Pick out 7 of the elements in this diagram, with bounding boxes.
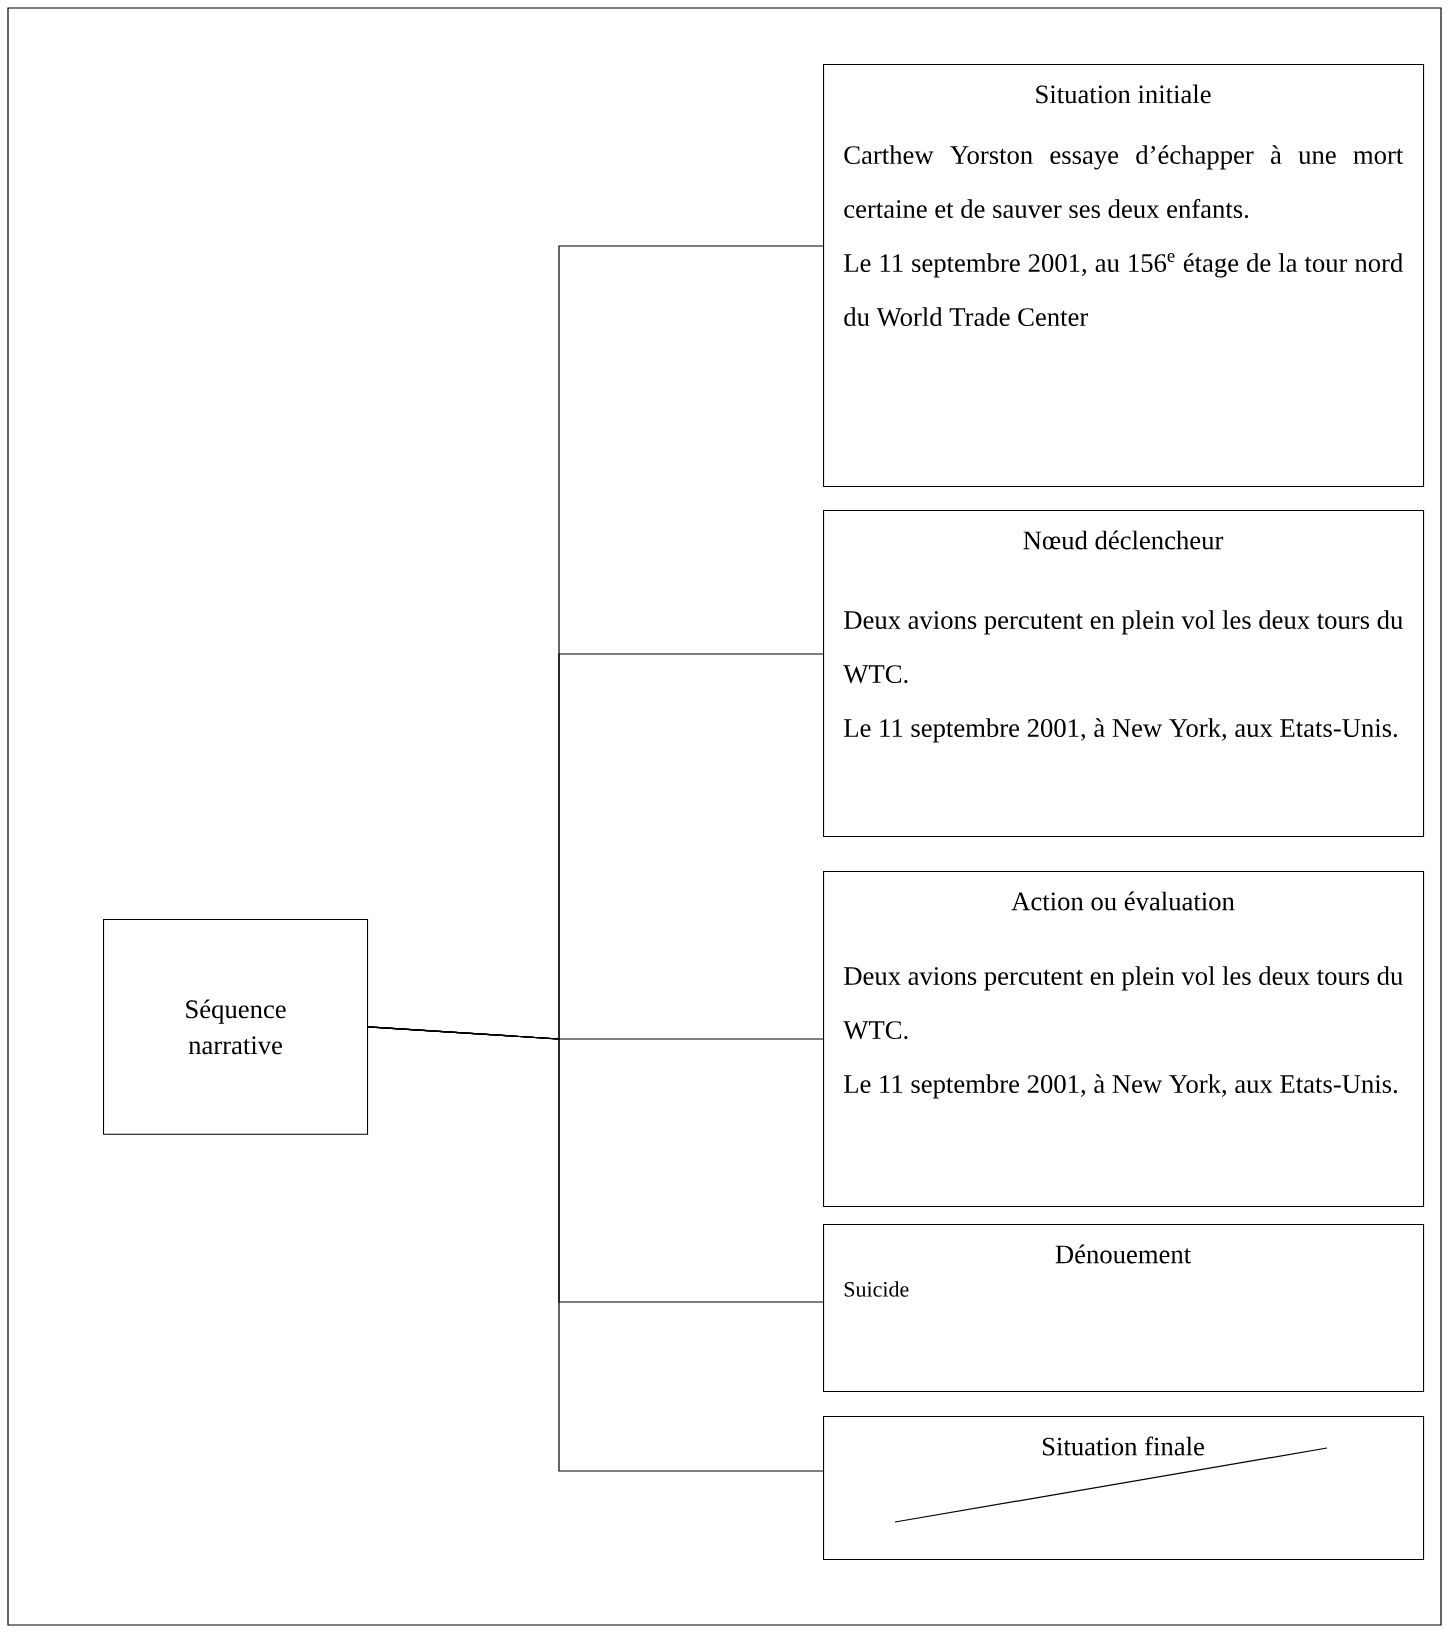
stage-box: Nœud déclencheur Deux avions percutent en plein vol les deux tours du WTC. Le 11 septembre 2001, à New York, aux Etats-Unis. [823,510,1425,838]
stage-box: Action ou évaluation Deux avions percutent en plein vol les deux tours du WTC. Le 11 septembre 2001, à New York, aux Etats-Unis. [823,871,1425,1208]
stage-box: Situation initiale Carthew Yorston essaye d’échapper à une mort certaine et de sauver ses deux enfants. Le 11 septembre 2001, au 156$^{e}$ étage de la tour nord du World Trade Center [823,64,1425,488]
narrative-box: Séquence narrative [103,919,369,1135]
stage-box: Situation finale [823,1416,1425,1561]
connector-line [367,1026,824,1472]
stage-box: Dénouement Suicide [823,1224,1425,1393]
